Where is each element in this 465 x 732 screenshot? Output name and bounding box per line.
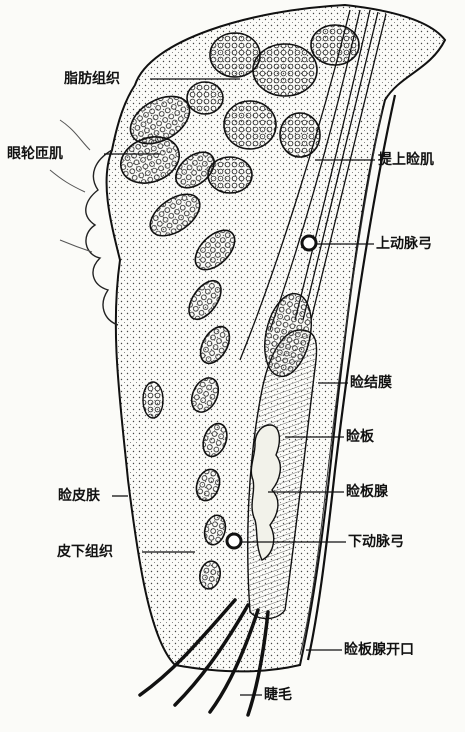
label-orbicularis-oculi: 眼轮匝肌 [7,146,63,162]
label-gland-opening: 睑板腺开口 [344,642,414,658]
label-fat-tissue: 脂肪组织 [64,71,120,87]
label-subcutaneous: 皮下组织 [57,544,113,560]
label-eyelid-skin: 睑皮肤 [58,488,100,504]
label-tarsal-gland: 睑板腺 [346,484,388,500]
label-upper-arcade: 上动脉弓 [376,236,432,252]
skin-gland [143,382,163,418]
label-eyelash: 睫毛 [264,687,292,703]
lower-arcade-vessel [227,534,241,548]
upper-arcade-vessel [302,236,316,250]
label-levator: 提上睑肌 [378,152,434,168]
label-lower-arcade: 下动脉弓 [348,534,404,550]
label-tarsus: 睑板 [346,429,374,445]
label-conjunctiva: 睑结膜 [350,375,392,391]
